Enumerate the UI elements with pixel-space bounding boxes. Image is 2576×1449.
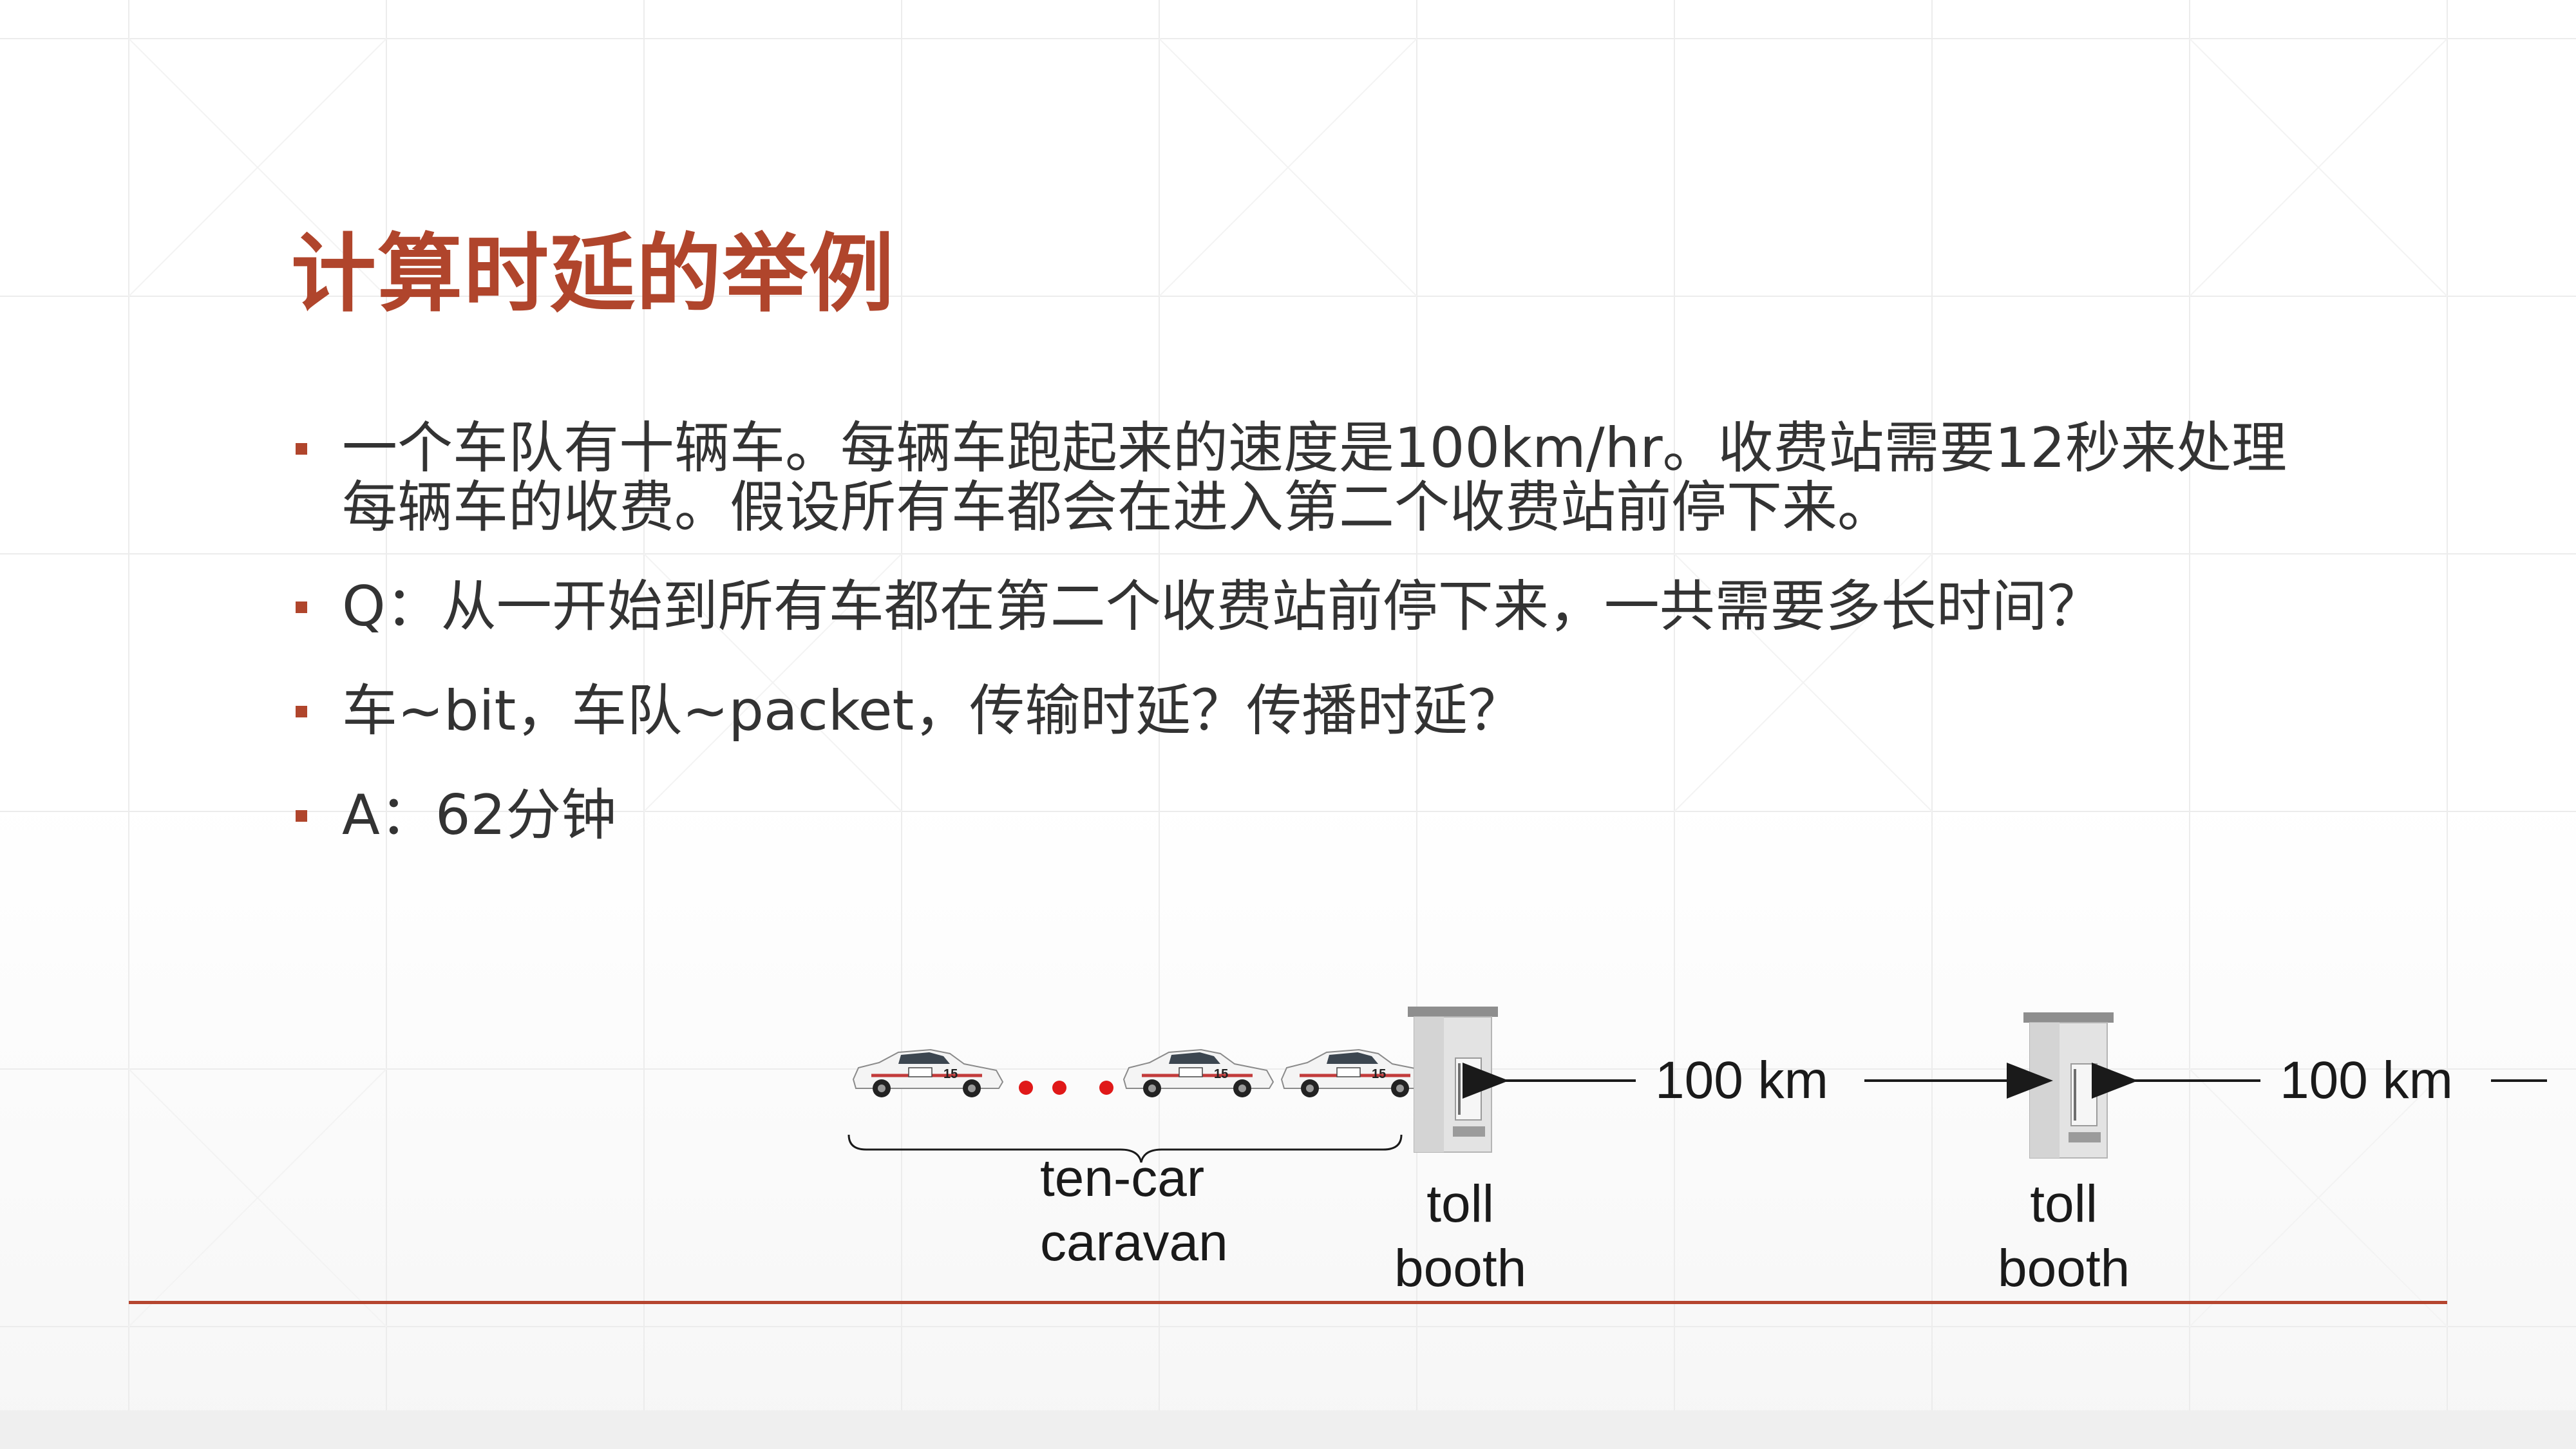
- caravan-label: ten-car caravan: [1040, 1146, 1228, 1275]
- toll-booth-icon: [1407, 1006, 1499, 1153]
- bullet-item: 一个车队有十辆车。每辆车跑起来的速度是100km/hr。收费站需要12秒来处理每…: [293, 419, 2322, 537]
- distance-label: 100 km: [2280, 1051, 2453, 1110]
- toll-booth-label: toll booth: [1394, 1172, 1526, 1301]
- bullet-marker: [296, 443, 307, 455]
- bullet-text: 车~bit，车队~packet，传输时延？传播时延？: [342, 679, 1524, 743]
- bullet-item: A：62分钟: [293, 786, 2322, 845]
- slide-title: 计算时延的举例: [291, 225, 895, 324]
- bullet-list: 一个车队有十辆车。每辆车跑起来的速度是100km/hr。收费站需要12秒来处理每…: [293, 419, 2322, 845]
- bullet-text: Q：从一开始到所有车都在第二个收费站前停下来，一共需要多长时间？: [342, 574, 2103, 639]
- car-icon: [853, 1050, 1003, 1097]
- toll-booth-label: toll booth: [1998, 1172, 2130, 1301]
- caravan-brace: [848, 1134, 1403, 1163]
- car-icon: [1282, 1050, 1431, 1097]
- toll-booth-label-line: toll: [1426, 1175, 1495, 1233]
- bullet-marker: [296, 706, 307, 717]
- toll-booth-icon: [2023, 1012, 2114, 1159]
- caravan-label-line: caravan: [1040, 1213, 1228, 1272]
- bullet-item: 车~bit，车队~packet，传输时延？传播时延？: [293, 681, 2322, 741]
- distance-label: 100 km: [1655, 1051, 1828, 1110]
- bullet-text: 一个车队有十辆车。每辆车跑起来的速度是100km/hr。收费站需要12秒来处理每…: [342, 416, 2287, 540]
- toll-booth-label-line: booth: [1998, 1239, 2130, 1298]
- bullet-marker: [296, 601, 307, 613]
- bullet-text: A：62分钟: [342, 783, 617, 848]
- car-icon: [1124, 1050, 1273, 1097]
- caravan-label-line: ten-car: [1040, 1149, 1205, 1208]
- bottom-rule: [129, 1301, 2447, 1304]
- bullet-item: Q：从一开始到所有车都在第二个收费站前停下来，一共需要多长时间？: [293, 577, 2322, 636]
- ellipsis-dots: [1019, 1081, 1113, 1095]
- bullet-marker: [296, 810, 307, 822]
- toll-booth-label-line: toll: [2030, 1175, 2098, 1233]
- toll-booth-label-line: booth: [1394, 1239, 1527, 1298]
- footer-band: [0, 1410, 2576, 1449]
